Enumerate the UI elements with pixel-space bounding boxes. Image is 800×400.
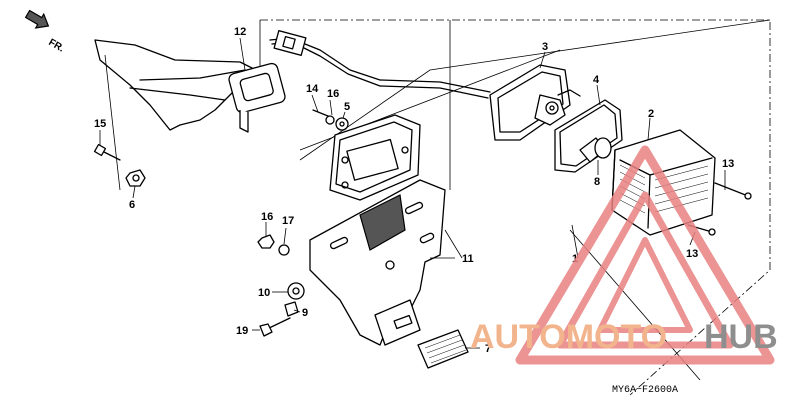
watermark-logo: AUTOMOTO HUB [470,145,778,365]
reflector [417,329,469,369]
callout-5: 5 [344,101,350,113]
warning-triangle-icon [515,145,775,365]
direction-label: FR. [47,37,67,55]
bulb-icon [579,137,612,163]
callout-6: 6 [129,199,135,211]
lamp-socket [489,64,581,141]
watermark-text-auto: AUTOMOTO [470,318,667,356]
assembly-frame [259,19,771,396]
callout-3: 3 [542,41,548,53]
callout-16b: 16 [327,88,339,100]
callout-8: 8 [594,176,600,188]
fastener-set-left [93,143,146,187]
callout-17: 17 [282,215,294,227]
callout-14: 14 [306,83,319,95]
callout-19: 19 [236,325,248,337]
watermark-text-hub: HUB [704,318,778,356]
callout-labels: 1 2 3 4 5 6 7 8 9 10 11 12 13 13 14 15 1… [94,26,734,355]
license-plate-bracket [309,179,446,346]
fastener-set-upper [312,109,349,131]
callout-9: 9 [302,307,308,319]
drawing-code: MY6A−F2600A [612,385,678,396]
callout-13b: 13 [686,248,698,260]
wire-harness [269,30,491,99]
taillight-base [329,114,421,201]
callout-11: 11 [462,253,474,265]
front-arrow-icon [24,9,50,29]
callout-12: 12 [234,26,246,38]
rear-bracket [94,39,286,191]
lens-screw [687,182,752,236]
fastener-set-lower [257,234,305,337]
callout-10: 10 [258,287,270,299]
callout-7: 7 [485,343,491,355]
lens-gasket [554,99,623,173]
callout-2: 2 [648,108,654,120]
callout-15: 15 [94,118,106,130]
callout-16a: 16 [261,211,273,223]
callout-13a: 13 [722,158,734,170]
callout-4: 4 [593,74,600,86]
